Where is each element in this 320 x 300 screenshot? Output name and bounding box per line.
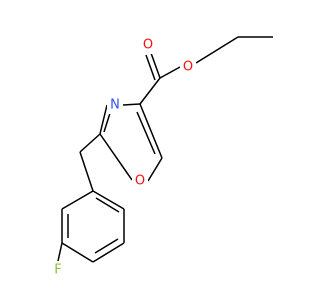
bond-benzene-3 [61,242,94,263]
bond-c4-n3 [122,103,141,106]
molecule-structure-diagram: O O N O F [51,36,273,279]
atom-label-ring-nitrogen: N [110,98,120,113]
atoms: O O N O F [51,36,196,279]
bond-benzene-0 [92,190,125,210]
bond-c5-c4-inner [136,111,156,155]
bond-benzene-inner-2 [94,238,119,254]
bond-benzene-5 [61,190,94,210]
bond-benzene-inner-1 [95,197,120,213]
atom-label-ring-oxygen: O [135,174,145,189]
atom-fluorine: F [51,261,65,279]
atom-label-fluorine: F [54,263,61,278]
bond-carbonyl-ring-c4 [139,77,161,105]
bond-ch2-aryl [79,151,94,192]
atom-label-ester-oxygen: O [183,60,193,75]
bond-carbonyl-double-a [150,52,161,79]
bond-c2-o1 [99,133,133,181]
bond-ch2-ester-oxygen [195,36,239,64]
atom-carbonyl-oxygen: O [140,36,156,54]
bond-o1-c5 [147,157,163,182]
atom-label-carbonyl-oxygen: O [143,38,153,53]
bonds [57,36,273,263]
atom-ester-oxygen: O [180,58,196,76]
bond-n3-c2 [99,104,108,135]
atom-ring-oxygen: O [132,172,148,190]
atom-ring-nitrogen: N [107,96,123,114]
bond-benzene-2 [92,242,125,263]
bond-aryl-fluorine [57,242,63,262]
bond-c2-ch2 [79,133,101,153]
bond-ester-oxygen-carbonyl-c [159,66,181,79]
bond-carbonyl-double-b [145,54,156,81]
bond-c5-c4 [139,103,163,159]
